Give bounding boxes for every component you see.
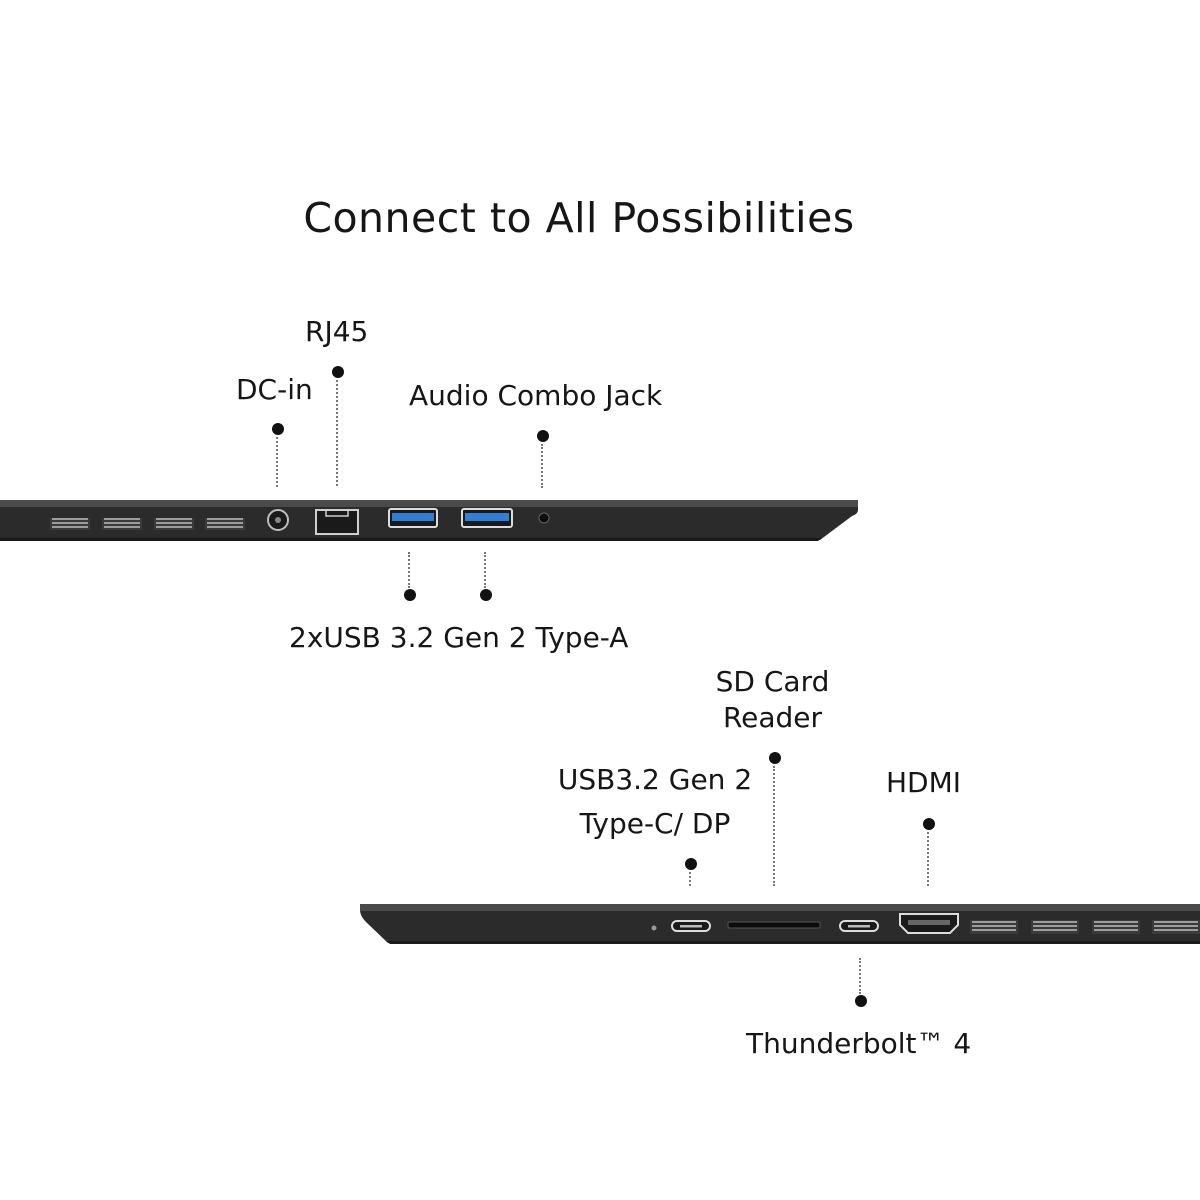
thunderbolt-pin-dot <box>855 995 867 1007</box>
sd-card-slot-icon <box>727 921 821 929</box>
dc-in-port-icon <box>267 509 289 531</box>
status-led-icon <box>651 925 657 931</box>
usb-a-port-icon <box>388 508 438 528</box>
rj45-label: RJ45 <box>305 315 369 348</box>
hdmi-pin-dot <box>923 818 935 830</box>
usb-c-label-line2: Type-C/ DP <box>579 807 731 840</box>
dc-in-pin-line <box>276 437 278 487</box>
dc-in-pin-dot <box>272 423 284 435</box>
vent-grille <box>970 920 1018 934</box>
usb-c-port-icon <box>671 920 711 932</box>
sd-card-label-line2: Reader <box>722 701 823 734</box>
usb-a-pin-line <box>408 552 410 588</box>
thunderbolt-label: Thunderbolt™ 4 <box>746 1027 972 1060</box>
hdmi-port-icon <box>899 913 959 934</box>
left-vents <box>50 518 245 530</box>
usb-c-label-line1: USB3.2 Gen 2 <box>557 763 753 796</box>
sd-card-pin-dot <box>769 752 781 764</box>
usb-c-pin-dot <box>685 858 697 870</box>
usb-c-pin-line <box>689 872 691 886</box>
right-vents <box>970 920 1200 934</box>
thunderbolt-pin-line <box>859 958 861 994</box>
audio-jack-pin-dot <box>537 430 549 442</box>
vent-grille <box>1152 920 1200 934</box>
vent-grille <box>102 518 142 530</box>
vent-grille <box>1092 920 1140 934</box>
usb-a-label: 2xUSB 3.2 Gen 2 Type-A <box>289 621 629 654</box>
usb-a-pin-dot <box>404 589 416 601</box>
vent-grille <box>205 518 245 530</box>
audio-jack-pin-line <box>541 444 543 488</box>
usb-c-label: USB3.2 Gen 2 Type-C/ DP <box>553 762 757 842</box>
page-title: Connect to All Possibilities <box>303 194 855 242</box>
thunderbolt-port-icon <box>839 920 879 932</box>
audio-jack-label: Audio Combo Jack <box>409 379 663 412</box>
usb-a-pin-line <box>484 552 486 588</box>
vent-grille <box>154 518 194 530</box>
vent-grille <box>1031 920 1079 934</box>
hdmi-pin-line <box>927 832 929 886</box>
dc-in-label: DC-in <box>236 373 313 406</box>
audio-jack-icon <box>538 512 550 524</box>
sd-card-pin-line <box>773 766 775 886</box>
sd-card-label-line1: SD Card <box>715 665 830 698</box>
rj45-port-icon <box>315 509 359 535</box>
hdmi-label: HDMI <box>886 766 962 799</box>
rj45-pin-dot <box>332 366 344 378</box>
usb-a-pin-dot <box>480 589 492 601</box>
usb-a-port-icon <box>461 508 513 528</box>
rj45-pin-line <box>336 380 338 486</box>
vent-grille <box>50 518 90 530</box>
sd-card-label: SD Card Reader <box>700 664 845 736</box>
